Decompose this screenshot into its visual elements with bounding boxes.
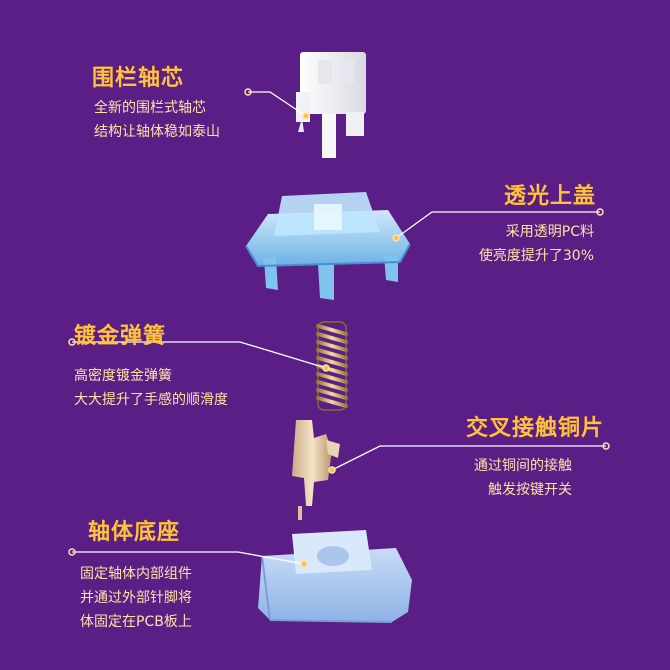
spring-desc-line: 高密度镀金弹簧 — [74, 368, 172, 384]
leader-lines — [72, 91, 606, 565]
top-housing-desc-line: 使亮度提升了30% — [478, 248, 594, 264]
base-housing-part — [258, 530, 412, 623]
contact-leaf-desc-line: 通过铜间的接触 — [474, 458, 572, 474]
stem-desc-line: 全新的围栏式轴芯 — [94, 100, 206, 116]
base-title: 轴体底座 — [88, 520, 181, 545]
leader-dots — [68, 88, 610, 568]
base-description: 固定轴体内部组件 并通过外部针脚将 体固定在PCB板上 — [80, 562, 192, 634]
stem-desc-line: 结构让轴体稳如泰山 — [94, 124, 220, 140]
top-housing-description: 采用透明PC料 使亮度提升了30% — [479, 220, 594, 268]
base-desc-line: 体固定在PCB板上 — [80, 614, 192, 630]
contact-leaf-description: 通过铜间的接触 触发按键开关 — [474, 454, 572, 502]
stem-part — [296, 52, 366, 158]
top-housing-title: 透光上盖 — [503, 184, 596, 209]
base-desc-line: 固定轴体内部组件 — [80, 566, 192, 582]
spring-description: 高密度镀金弹簧 大大提升了手感的顺滑度 — [74, 364, 228, 412]
spring-part — [316, 321, 348, 411]
base-desc-line: 并通过外部针脚将 — [80, 590, 192, 606]
spring-title: 镀金弹簧 — [74, 324, 167, 349]
contact-leaf-desc-line: 触发按键开关 — [488, 482, 572, 498]
spring-desc-line: 大大提升了手感的顺滑度 — [74, 392, 228, 408]
top-housing-desc-line: 采用透明PC料 — [505, 224, 594, 240]
stem-title: 围栏轴芯 — [92, 66, 185, 91]
stem-description: 全新的围栏式轴芯 结构让轴体稳如泰山 — [94, 96, 220, 144]
contact-leaf-title: 交叉接触铜片 — [465, 416, 604, 441]
top-housing-part — [245, 192, 411, 300]
contact-leaf-part — [292, 420, 340, 520]
